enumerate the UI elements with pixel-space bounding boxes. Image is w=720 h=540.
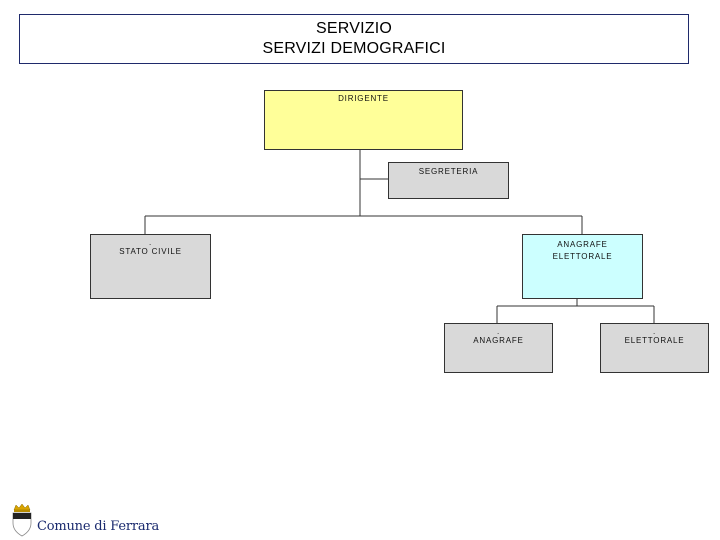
header-box: SERVIZIO SERVIZI DEMOGRAFICI [19, 14, 689, 64]
node-elettorale-label: ELETTORALE [624, 336, 685, 345]
node-elettorale-marker: . [652, 327, 657, 336]
node-anagrafe-marker: . [496, 327, 501, 336]
comune-crest-icon [12, 503, 32, 537]
node-anagrafe-elettorale-line-1: ANAGRAFE [557, 240, 608, 249]
org-name: Comune di Ferrara [37, 519, 160, 534]
node-dirigente-label: DIRIGENTE [338, 94, 389, 103]
header-line-2: SERVIZI DEMOGRAFICI [262, 40, 446, 57]
node-anagrafe-elettorale-line-2: ELETTORALE [552, 252, 613, 261]
node-stato-civile: . STATO CIVILE [90, 234, 211, 299]
node-dirigente: DIRIGENTE [264, 90, 463, 150]
header-line-1: SERVIZIO [316, 20, 392, 37]
node-stato-civile-marker: . [148, 238, 153, 247]
node-anagrafe-elettorale: ANAGRAFE ELETTORALE [522, 234, 643, 299]
node-anagrafe-label: ANAGRAFE [473, 336, 524, 345]
node-elettorale: . ELETTORALE [600, 323, 709, 373]
node-stato-civile-label: STATO CIVILE [119, 247, 182, 256]
node-anagrafe: . ANAGRAFE [444, 323, 553, 373]
node-segreteria: SEGRETERIA [388, 162, 509, 199]
node-segreteria-label: SEGRETERIA [418, 167, 479, 176]
